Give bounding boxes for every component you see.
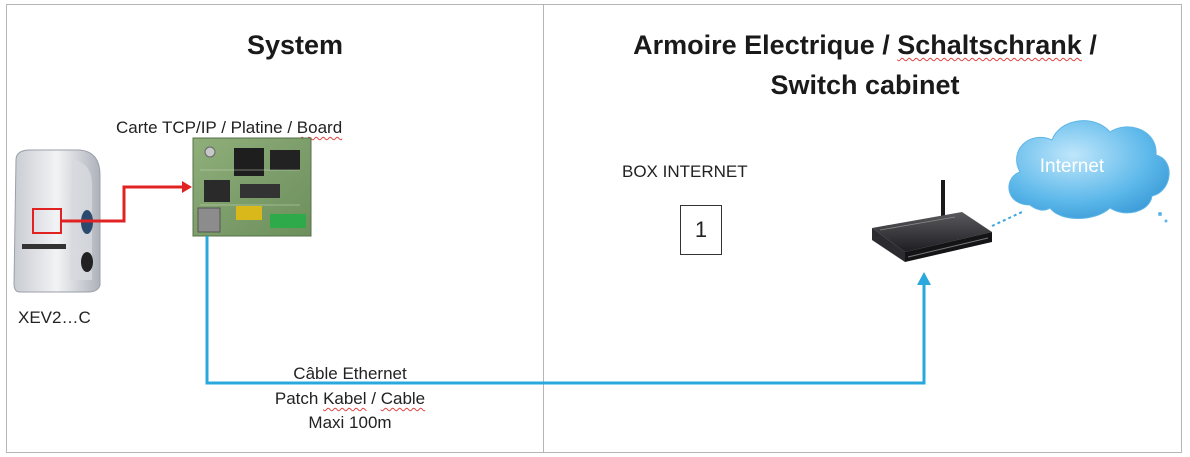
cabinet-title-prefix: Armoire Electrique /: [633, 30, 898, 60]
internet-link-line: [991, 211, 1023, 227]
cabinet-title-suffix: /: [1081, 30, 1097, 60]
cabinet-title-line2: Switch cabinet: [770, 70, 960, 100]
cable-label-line1: Câble Ethernet: [293, 364, 407, 383]
ethernet-cable-line: [205, 236, 926, 385]
cable-label-sep: /: [366, 389, 381, 408]
cable-label-cable: Cable: [380, 389, 426, 408]
board-label-board: Board: [296, 118, 343, 137]
tcpip-board-icon: [192, 137, 312, 237]
cable-label-kabel: Kabel: [323, 389, 367, 408]
cable-label-line3: Maxi 100m: [308, 413, 392, 432]
cable-label-patch: Patch: [274, 389, 324, 408]
router-icon: [872, 180, 992, 262]
signal-line: [61, 185, 186, 223]
section-divider: [543, 4, 544, 453]
charging-station-icon: [13, 149, 101, 293]
cloud-label: Internet: [1040, 156, 1105, 177]
device-label: XEV2…C: [18, 308, 91, 327]
board-label: Carte TCP/IP / Platine / Board: [116, 118, 342, 138]
cable-label-line2: Patch Kabel / Cable: [200, 389, 500, 409]
internet-cloud-icon: Internet: [1008, 120, 1170, 223]
box-internet-label: BOX INTERNET: [622, 162, 748, 181]
signal-arrowhead: [182, 181, 192, 193]
ethernet-arrowhead: [917, 272, 931, 285]
system-title: System: [246, 30, 344, 60]
box-number: 1: [680, 205, 722, 255]
cabinet-title-schaltschrank: Schaltschrank: [897, 30, 1082, 60]
diagram-frame: [6, 4, 1182, 453]
cabinet-title: Armoire Electrique / Schaltschrank /: [548, 30, 1182, 61]
board-label-prefix: Carte TCP/IP / Platine /: [116, 118, 297, 137]
